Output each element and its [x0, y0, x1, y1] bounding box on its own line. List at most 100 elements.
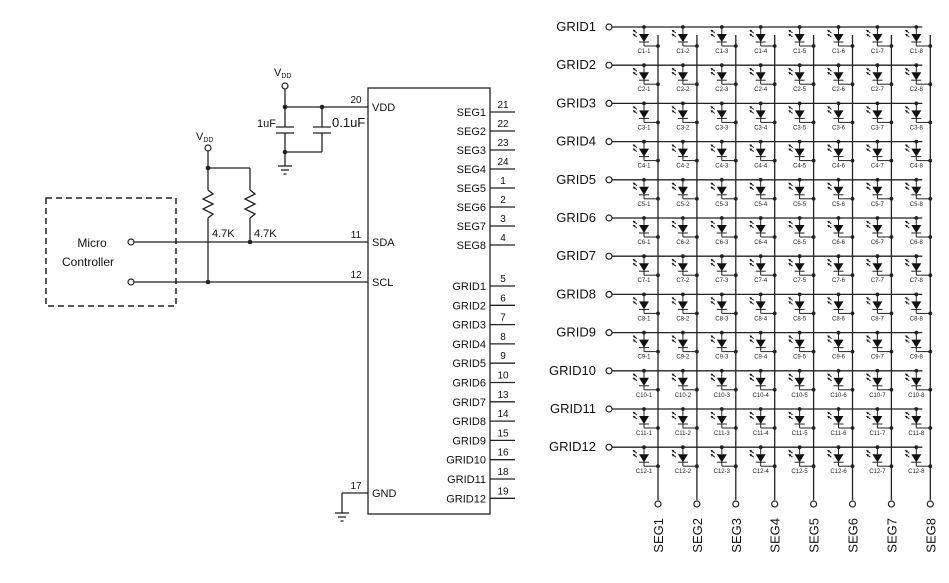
seg-terminal — [887, 500, 896, 508]
grid-terminal — [605, 214, 613, 222]
led-label: C7-5 — [793, 278, 807, 284]
led-label: C5-5 — [793, 202, 807, 208]
grid-label-7: GRID7 — [556, 248, 596, 263]
led-label: C3-2 — [676, 125, 690, 131]
seg-terminal — [848, 500, 857, 508]
led-label: C5-1 — [637, 202, 651, 208]
grid-terminal — [605, 405, 613, 413]
led-C1-2: C1-2 — [671, 25, 699, 55]
ic-pin-grid8: GRID8 — [452, 416, 486, 428]
led-label: C10-2 — [675, 393, 692, 399]
ic-pin-grid12: GRID12 — [446, 493, 486, 505]
ic-pin-grid10: GRID10 — [446, 455, 486, 467]
led-label: C12-5 — [791, 469, 808, 475]
ic-pin-number: 20 — [350, 95, 362, 106]
ic-pin-scl: SCL — [372, 277, 393, 289]
led-C4-5: C4-5 — [788, 139, 816, 170]
led-label: C6-3 — [715, 240, 729, 246]
led-C9-7: C9-7 — [866, 330, 894, 361]
led-C10-1: C10-1 — [632, 368, 660, 399]
led-C5-8: C5-8 — [904, 177, 933, 208]
grid-terminal — [605, 61, 613, 69]
led-label: C2-5 — [793, 87, 807, 93]
ic-pin-number: 1 — [500, 176, 506, 187]
led-C3-6: C3-6 — [827, 101, 855, 131]
led-C5-6: C5-6 — [827, 177, 855, 208]
led-C9-6: C9-6 — [827, 330, 855, 361]
led-C3-2: C3-2 — [671, 101, 699, 131]
grid-label-2: GRID2 — [556, 57, 596, 72]
led-C10-4: C10-4 — [749, 368, 777, 399]
led-C11-3: C11-3 — [710, 407, 738, 437]
led-C1-8: C1-8 — [904, 25, 933, 55]
led-C5-4: C5-4 — [749, 177, 777, 208]
led-C8-1: C8-1 — [632, 292, 660, 322]
led-label: C7-8 — [910, 278, 924, 284]
pullup-network: VDD 4.7K 4.7K — [134, 131, 368, 285]
led-C5-7: C5-7 — [866, 177, 894, 208]
led-label: C11-4 — [753, 431, 770, 437]
led-label: C3-3 — [715, 125, 729, 131]
led-label: C9-1 — [637, 355, 651, 361]
led-label: C9-6 — [832, 355, 846, 361]
led-label: C7-1 — [637, 278, 651, 284]
led-label: C7-4 — [754, 278, 768, 284]
led-C2-6: C2-6 — [827, 63, 855, 93]
led-label: C3-5 — [793, 125, 807, 131]
led-C4-4: C4-4 — [749, 139, 777, 170]
led-label: C4-3 — [715, 164, 729, 170]
led-C10-2: C10-2 — [671, 368, 699, 399]
seg-label-6: SEG6 — [846, 518, 861, 553]
ic-pin-grid3: GRID3 — [452, 320, 486, 332]
led-label: C7-6 — [832, 278, 846, 284]
decoupling-caps: VDD 1uF 0.1uF — [257, 67, 368, 175]
led-C5-2: C5-2 — [671, 177, 699, 208]
led-label: C4-7 — [871, 164, 885, 170]
led-C11-4: C11-4 — [749, 407, 777, 437]
led-label: C2-7 — [871, 87, 885, 93]
led-label: C8-3 — [715, 316, 729, 322]
led-label: C6-2 — [676, 240, 690, 246]
led-C1-6: C1-6 — [827, 25, 855, 55]
led-label: C3-4 — [754, 125, 768, 131]
led-C8-5: C8-5 — [788, 292, 816, 322]
ic-pin-grid6: GRID6 — [452, 378, 486, 390]
led-label: C2-6 — [832, 87, 846, 93]
led-label: C11-3 — [714, 431, 731, 437]
ic-pin-number: 23 — [497, 138, 509, 149]
led-C4-2: C4-2 — [671, 139, 699, 170]
ic-pin-number: 21 — [497, 100, 509, 111]
led-label: C12-6 — [830, 469, 847, 475]
led-C4-3: C4-3 — [710, 139, 738, 170]
led-label: C9-8 — [910, 355, 924, 361]
controller-sda-terminal — [127, 238, 135, 246]
seg-terminal — [771, 500, 779, 508]
controller-scl-terminal — [127, 278, 135, 286]
led-label: C11-2 — [675, 431, 692, 437]
led-C7-8: C7-8 — [904, 254, 933, 284]
led-C8-6: C8-6 — [827, 292, 855, 322]
led-C5-3: C5-3 — [710, 177, 738, 208]
led-label: C12-4 — [753, 469, 770, 475]
led-C4-7: C4-7 — [866, 139, 894, 170]
ic-pin-sda: SDA — [372, 237, 395, 249]
led-C3-4: C3-4 — [749, 101, 777, 131]
seg-terminal — [926, 500, 934, 508]
led-label: C10-7 — [869, 393, 886, 399]
ic-pin-number: 10 — [497, 371, 509, 382]
led-label: C2-4 — [754, 87, 768, 93]
led-C8-8: C8-8 — [904, 292, 933, 322]
ic-pin-grid4: GRID4 — [452, 339, 486, 351]
seg-label-2: SEG2 — [690, 518, 705, 553]
led-label: C4-6 — [832, 164, 846, 170]
led-label: C1-2 — [676, 49, 690, 55]
led-C6-6: C6-6 — [827, 216, 855, 246]
led-C8-3: C8-3 — [710, 292, 738, 322]
led-C7-2: C7-2 — [671, 254, 699, 284]
led-C9-2: C9-2 — [671, 330, 699, 361]
grid-label-6: GRID6 — [556, 210, 596, 225]
ic-pin-seg7: SEG7 — [457, 221, 486, 233]
led-label: C9-5 — [793, 355, 807, 361]
led-C12-3: C12-3 — [710, 445, 738, 475]
led-label: C5-6 — [832, 202, 846, 208]
